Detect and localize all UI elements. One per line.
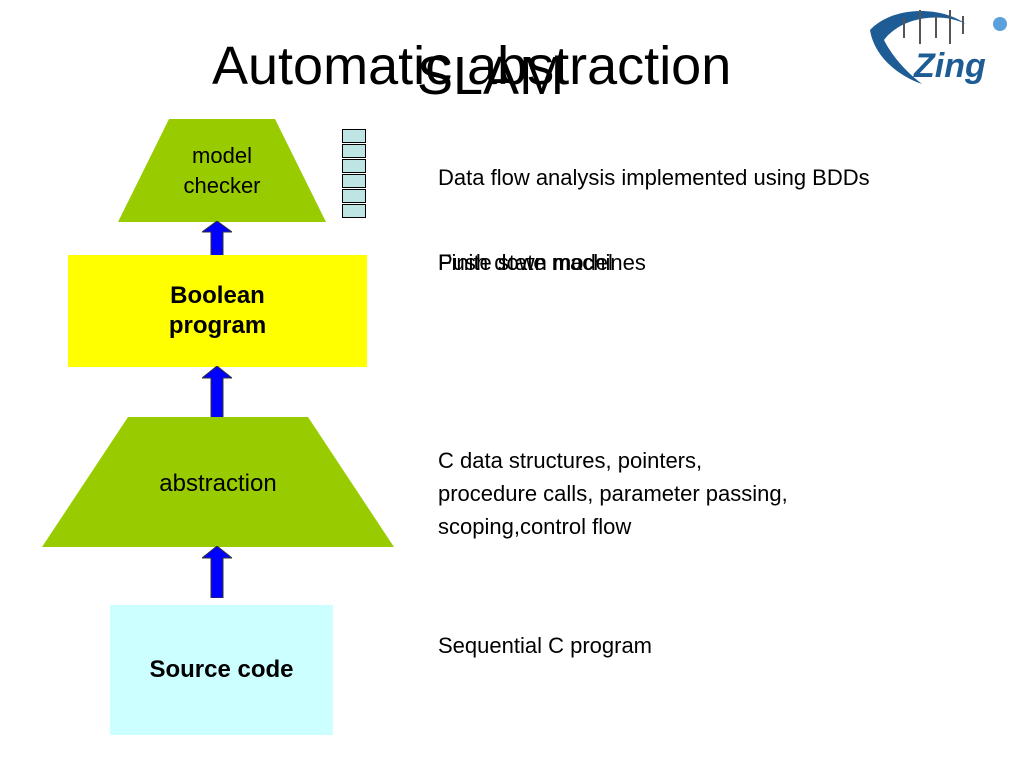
model-checker-shape	[118, 119, 326, 222]
boolean-program-line2: program	[168, 312, 267, 339]
logo-ticks	[903, 10, 964, 44]
model-checker-trapezoid	[118, 119, 326, 222]
arrow-up-3	[202, 546, 232, 598]
stack-widget	[342, 129, 366, 221]
logo-swoosh	[870, 11, 966, 84]
logo-dot	[993, 17, 1007, 31]
boolean-program-line1: Boolean	[170, 282, 265, 309]
desc-boolean-program-a: Finite state machines	[438, 250, 646, 275]
abstraction-trapezoid	[42, 417, 394, 547]
desc-abstraction-line3: scoping,control flow	[438, 514, 632, 539]
boolean-program-box: Boolean program	[68, 255, 367, 367]
stack-cell	[342, 204, 366, 218]
stack-cell	[342, 189, 366, 203]
model-checker-line1: model	[192, 143, 252, 168]
desc-boolean-program-b: Push down model	[438, 250, 613, 275]
model-checker-label: model checker	[118, 138, 326, 204]
desc-source-code: Sequential C program	[438, 633, 653, 658]
desc-abstraction-line1: C data structures, pointers,	[438, 448, 703, 473]
slide-title: Automatic abstraction	[212, 36, 732, 96]
zing-logo: Zing	[870, 10, 1007, 85]
logo-text: Zing	[913, 47, 986, 85]
abstraction-label: abstraction	[159, 470, 277, 497]
slide-title-overlay: SLAM	[417, 46, 565, 106]
desc-abstraction-line2: procedure calls, parameter passing,	[438, 481, 788, 506]
arrow-up-1	[202, 221, 232, 257]
abstraction-shape	[42, 417, 394, 547]
source-code-box: Source code	[110, 605, 333, 735]
stack-cell	[342, 159, 366, 173]
desc-abstraction: C data structures, pointers, procedure c…	[438, 444, 788, 543]
stack-cell	[342, 129, 366, 143]
stack-cell	[342, 174, 366, 188]
desc-model-checker: Data flow analysis implemented using BDD…	[438, 165, 870, 190]
arrow-up-2	[202, 366, 232, 418]
model-checker-line2: checker	[183, 173, 261, 198]
stack-cell	[342, 144, 366, 158]
